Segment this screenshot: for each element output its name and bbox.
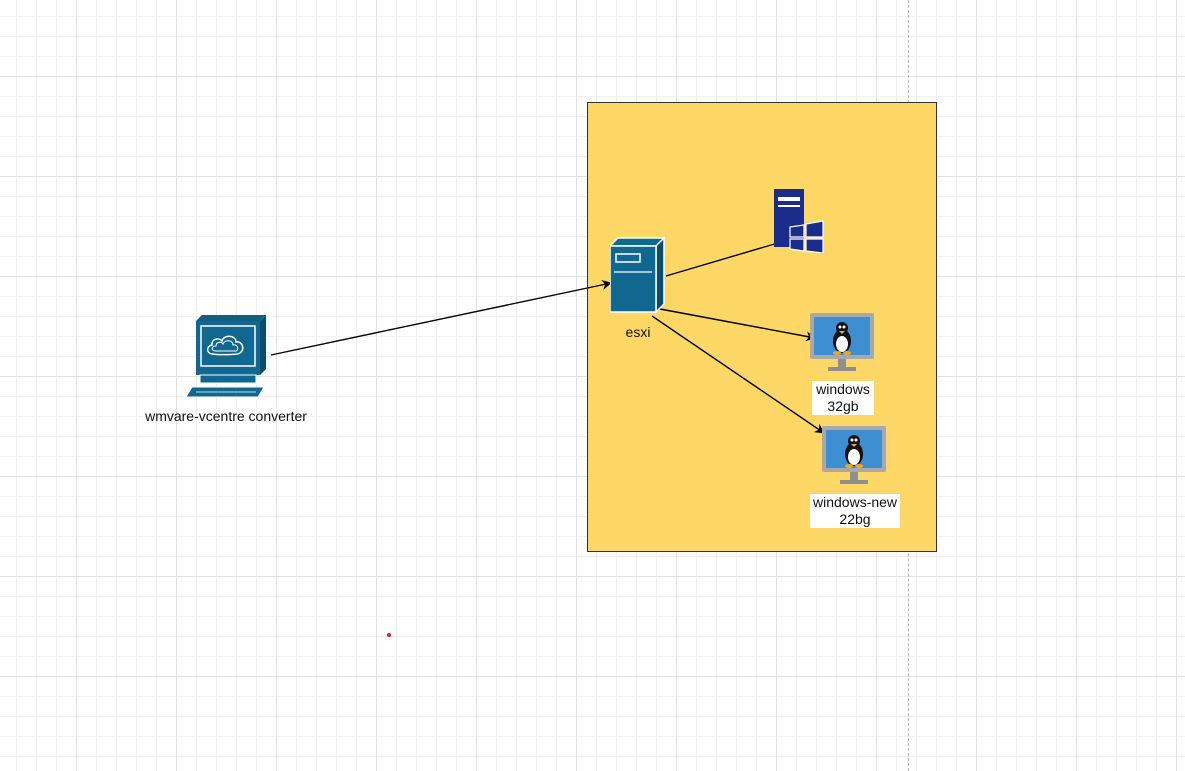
- converter-node[interactable]: [185, 313, 270, 399]
- desktop-cloud-icon: [185, 315, 266, 398]
- vm-windows-32gb-label: windows 32gb: [812, 381, 874, 415]
- vm2-label-line1: windows-new: [813, 494, 898, 510]
- vm1-label-line2: 32gb: [827, 398, 859, 414]
- edge-esxi-vm1[interactable]: [659, 308, 816, 342]
- vm-windows-32gb-node[interactable]: [810, 313, 876, 373]
- esxi-label: esxi: [625, 324, 651, 340]
- edge-esxi-windows-server[interactable]: [665, 237, 789, 277]
- red-marker-dot: [387, 633, 391, 637]
- windows-server-node[interactable]: [772, 189, 826, 254]
- esxi-host-container[interactable]: [587, 102, 937, 552]
- windows-server-icon: [774, 189, 824, 254]
- server-tower-icon: [608, 236, 666, 314]
- converter-label: wmvare-vcentre converter: [145, 408, 307, 424]
- vm-windows-new-22bg-label: windows-new 22bg: [810, 494, 900, 528]
- vm2-label-line2: 22bg: [839, 511, 871, 527]
- linux-monitor-icon: [822, 426, 886, 484]
- linux-monitor-icon: [810, 313, 874, 371]
- edge-converter-esxi[interactable]: [270, 279, 612, 356]
- esxi-node[interactable]: [608, 236, 666, 314]
- vm-windows-new-22bg-node[interactable]: [822, 426, 888, 486]
- edge-esxi-vm2[interactable]: [651, 315, 825, 434]
- vm1-label-line1: windows: [816, 381, 870, 397]
